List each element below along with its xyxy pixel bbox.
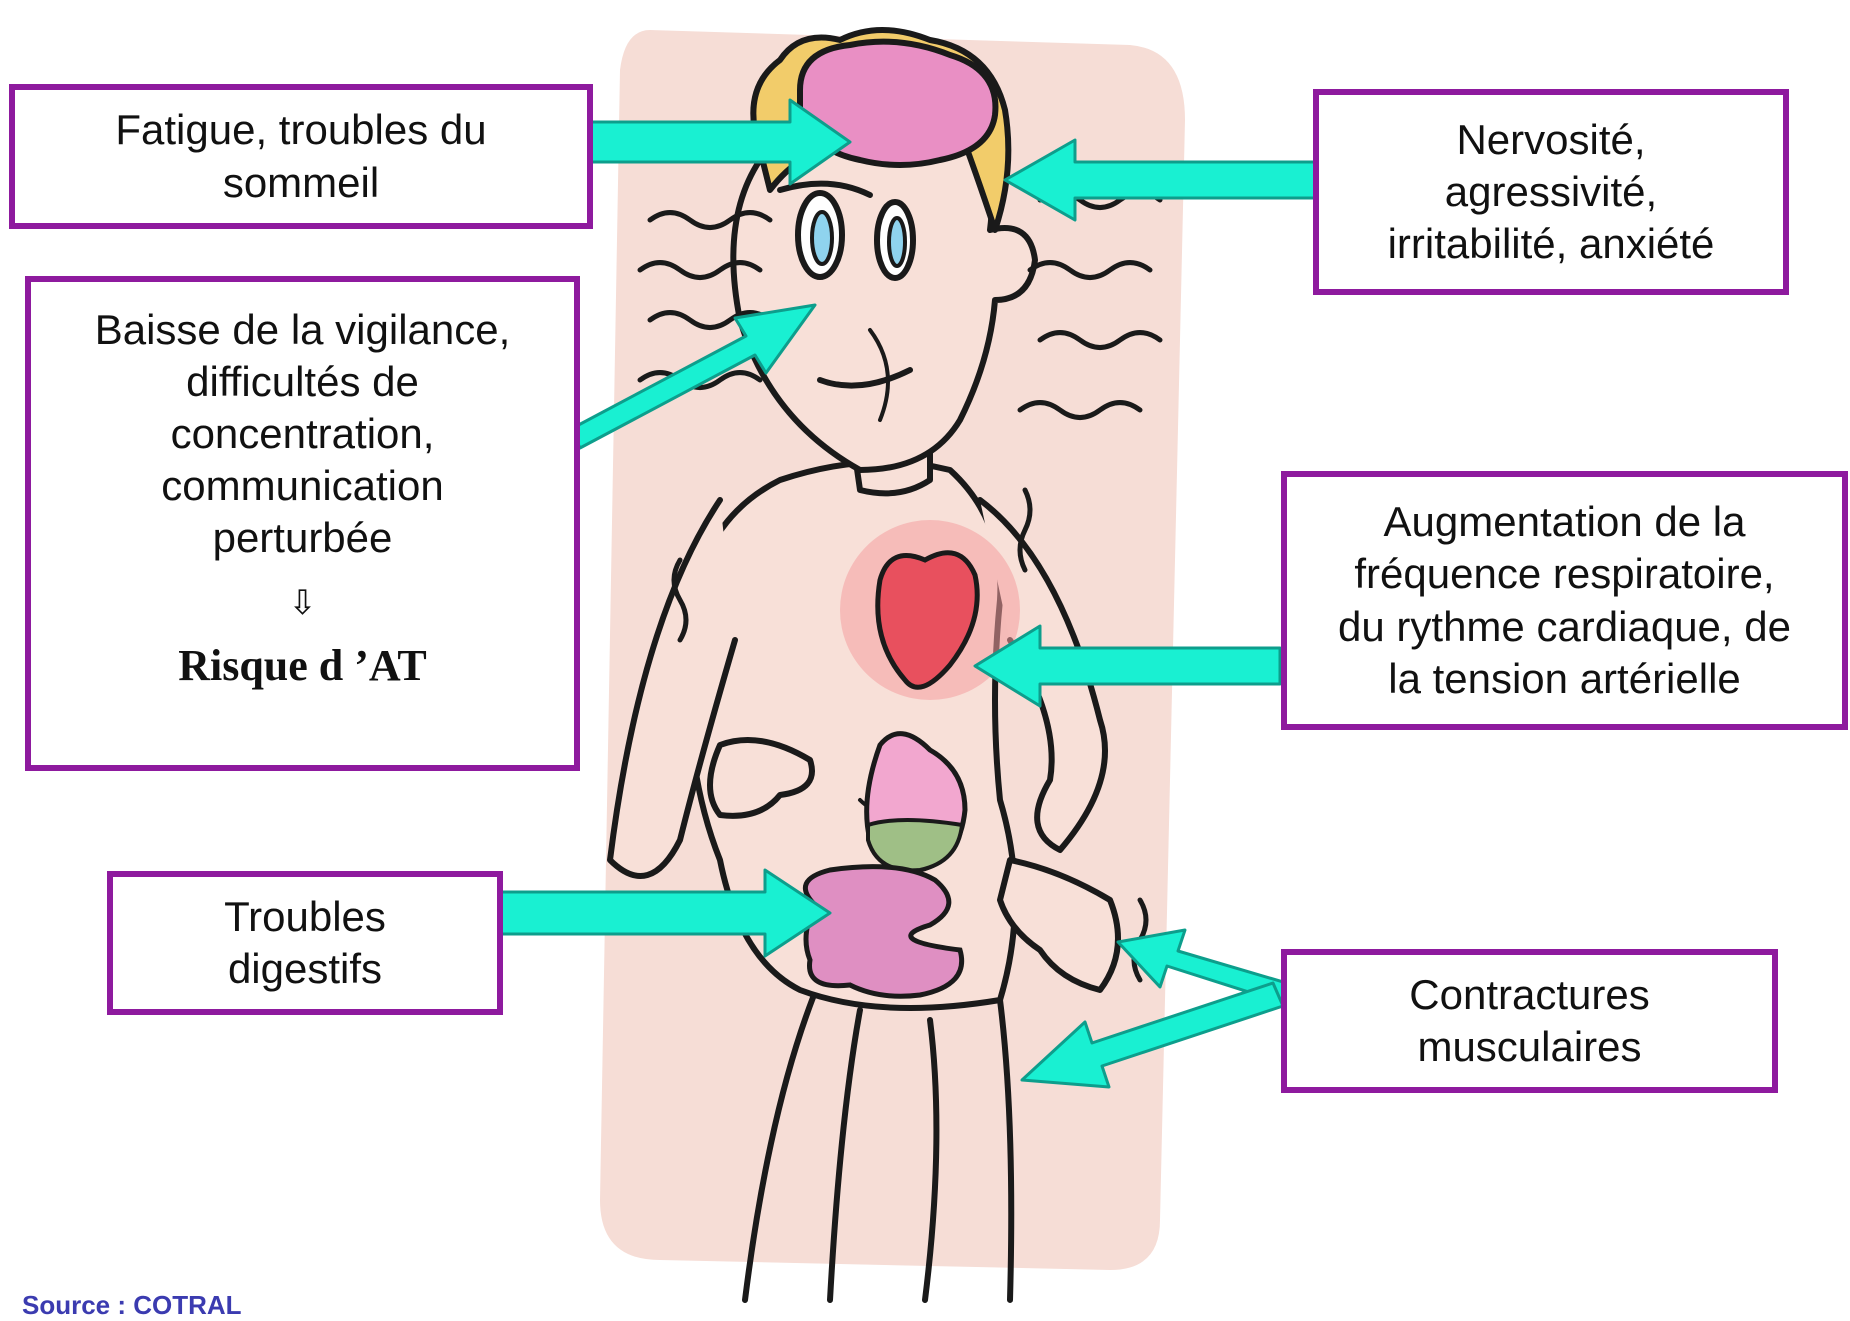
vigilance-line-2: difficultés de bbox=[186, 356, 419, 408]
contractures-line-2: musculaires bbox=[1417, 1021, 1641, 1073]
vigilance-box: Baisse de la vigilance, difficultés de c… bbox=[25, 276, 580, 771]
contractures-box: Contractures musculaires bbox=[1281, 949, 1778, 1093]
vigilance-line-4: communication bbox=[161, 460, 443, 512]
frequence-line-1: Augmentation de la bbox=[1384, 496, 1746, 548]
vigilance-line-5: perturbée bbox=[213, 512, 393, 564]
frequence-line-2: fréquence respiratoire, bbox=[1354, 548, 1774, 600]
nervosite-line-1: Nervosité, bbox=[1456, 114, 1645, 166]
down-arrow-icon: ⇩ bbox=[288, 582, 317, 624]
source-label: Source : COTRAL bbox=[22, 1290, 242, 1321]
digestifs-line-2: digestifs bbox=[228, 943, 382, 995]
nervosite-box: Nervosité, agressivité, irritabilité, an… bbox=[1313, 89, 1789, 295]
frequence-box: Augmentation de la fréquence respiratoir… bbox=[1281, 471, 1848, 730]
vigilance-line-1: Baisse de la vigilance, bbox=[95, 304, 511, 356]
digestifs-box: Troubles digestifs bbox=[107, 871, 503, 1015]
fatigue-line-2: sommeil bbox=[223, 157, 379, 209]
frequence-line-3: du rythme cardiaque, de bbox=[1338, 601, 1791, 653]
contractures-line-1: Contractures bbox=[1409, 969, 1649, 1021]
fatigue-box: Fatigue, troubles du sommeil bbox=[9, 84, 593, 229]
risk-label: Risque d ’AT bbox=[178, 639, 427, 694]
nervosite-line-3: irritabilité, anxiété bbox=[1388, 218, 1715, 270]
fatigue-line-1: Fatigue, troubles du bbox=[115, 104, 486, 156]
frequence-line-4: la tension artérielle bbox=[1388, 653, 1741, 705]
vigilance-line-3: concentration, bbox=[171, 408, 435, 460]
digestifs-line-1: Troubles bbox=[224, 891, 386, 943]
nervosite-line-2: agressivité, bbox=[1445, 166, 1657, 218]
